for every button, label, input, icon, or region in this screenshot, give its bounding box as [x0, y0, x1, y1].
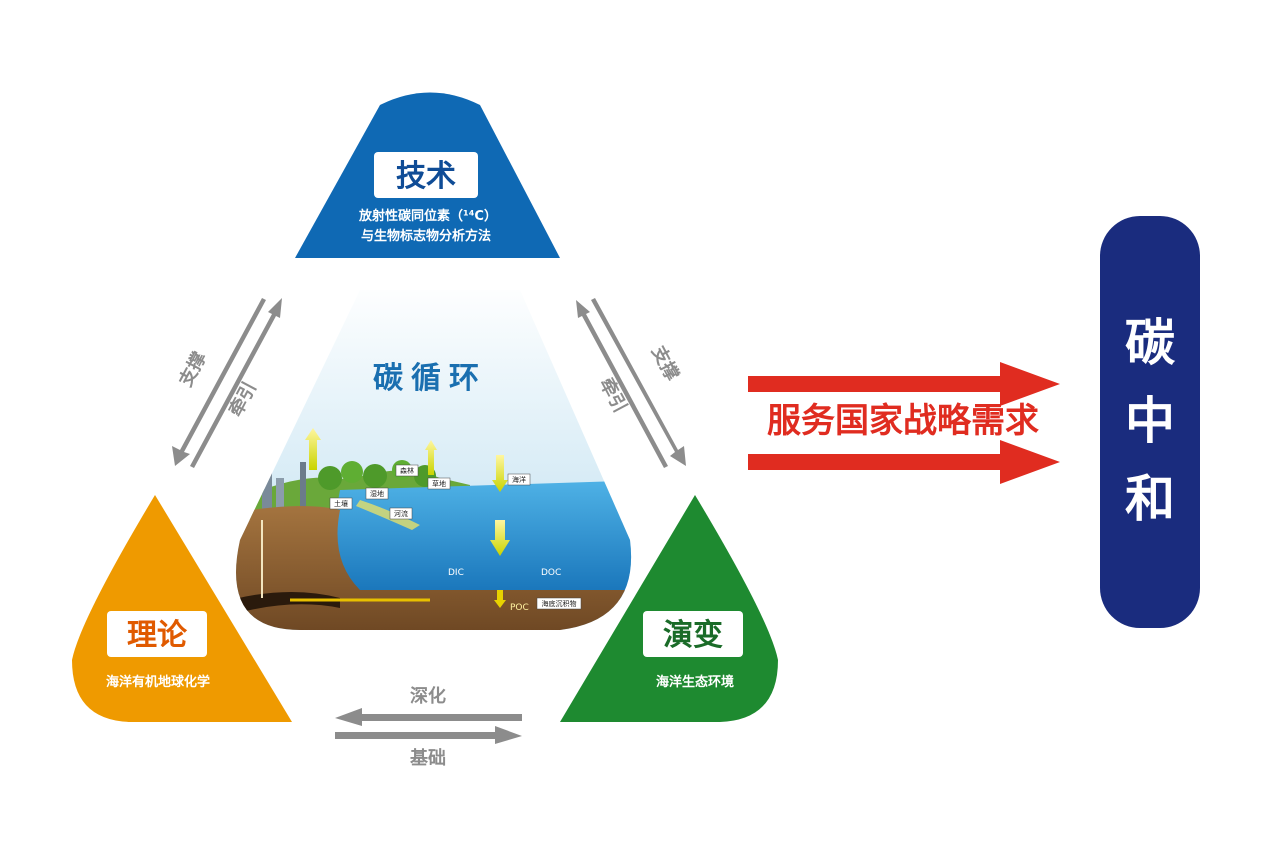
left-arrow-outer-label: 支撑	[174, 348, 211, 391]
label-grassland: 草地	[432, 479, 446, 488]
right-node-title: 演变	[663, 618, 723, 652]
label-ocean: 海洋	[512, 475, 526, 484]
right-node-shape	[560, 495, 778, 722]
strategy-arrow: 服务国家战略需求	[748, 362, 1060, 484]
bottom-arrow-top-label: 深化	[410, 685, 446, 707]
right-arrow-pair: 支撑 牵引	[576, 298, 686, 468]
left-node: 理论 海洋有机地球化学	[72, 495, 292, 722]
right-arrow-up	[576, 300, 668, 468]
label-box-river	[389, 507, 413, 520]
right-arrow-outer-label: 支撑	[647, 341, 684, 384]
strategy-arrow-top	[748, 362, 1060, 406]
left-node-desc: 海洋有机地球化学	[106, 674, 210, 690]
goal-char-1: 碳	[1125, 315, 1176, 371]
top-node: 技术 放射性碳同位素（¹⁴C） 与生物标志物分析方法	[295, 92, 560, 258]
label-dic: DIC	[448, 568, 464, 578]
label-box-sediment	[536, 597, 582, 610]
right-node-title-box	[643, 611, 743, 657]
left-arrow-down	[172, 298, 266, 466]
label-poc: POC	[510, 603, 529, 613]
right-arrow-down	[591, 298, 686, 466]
left-arrow-pair: 支撑 牵引	[172, 298, 282, 468]
label-river: 河流	[394, 509, 408, 518]
top-node-title: 技术	[396, 160, 456, 193]
bottom-arrow-pair: 深化 基础	[335, 685, 522, 769]
label-box-soil	[329, 497, 353, 510]
left-node-shape	[72, 495, 292, 722]
label-box-wetland	[365, 487, 389, 500]
label-soil: 土壤	[334, 499, 348, 508]
label-box-grassland	[427, 477, 451, 490]
label-wetland: 湿地	[370, 489, 384, 498]
left-node-title-box	[107, 611, 207, 657]
goal-pill-shape	[1100, 216, 1200, 628]
bottom-arrow-right	[335, 726, 522, 744]
label-box-forest	[395, 464, 419, 477]
strategy-label: 服务国家战略需求	[767, 402, 1039, 440]
goal-char-2: 中	[1125, 393, 1175, 449]
label-forest: 森林	[400, 466, 414, 475]
bottom-arrow-left	[335, 708, 522, 726]
top-node-title-box	[374, 152, 478, 198]
carbon-cycle-scene: 森林 草地 湿地 土壤 河流 海洋 海底沉积物 DIC DOC POC 碳循环	[236, 290, 632, 630]
right-node-desc: 海洋生态环境	[656, 674, 734, 690]
top-node-desc-line2: 与生物标志物分析方法	[361, 228, 491, 244]
strategy-arrow-bottom	[748, 440, 1060, 484]
left-node-title: 理论	[127, 619, 188, 652]
label-doc: DOC	[541, 568, 561, 578]
center-title: 碳循环	[373, 362, 487, 395]
left-arrow-up	[190, 298, 282, 468]
bottom-arrow-bottom-label: 基础	[409, 747, 446, 769]
goal-char-3: 和	[1125, 471, 1175, 527]
goal-pill: 碳 中 和	[1100, 216, 1200, 628]
right-node: 演变 海洋生态环境	[560, 495, 778, 722]
top-node-desc-line1: 放射性碳同位素（¹⁴C）	[358, 208, 497, 224]
label-box-ocean	[507, 473, 531, 486]
label-sediment: 海底沉积物	[542, 599, 577, 608]
